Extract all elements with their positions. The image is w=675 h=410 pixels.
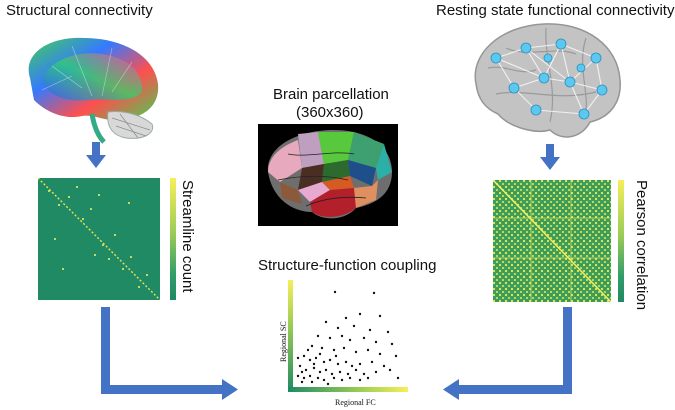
elbow-arrow-left-horizontal xyxy=(101,385,223,394)
functional-connectivity-title: Resting state functional connectivity xyxy=(436,2,675,19)
parcellation-title: Brain parcellation xyxy=(273,86,389,103)
structural-matrix xyxy=(38,178,160,300)
brain-network-nodes xyxy=(490,38,608,120)
elbow-arrow-right-horizontal xyxy=(458,385,572,394)
elbow-arrow-left-head xyxy=(222,379,238,400)
coupling-title: Structure-function coupling xyxy=(258,257,437,274)
coupling-scatter xyxy=(288,280,408,392)
elbow-arrow-left-vertical xyxy=(101,307,110,394)
streamline-count-label: Streamline count xyxy=(179,180,196,293)
elbow-arrow-right-vertical xyxy=(563,307,572,394)
parcellation-image xyxy=(258,124,398,226)
elbow-arrow-right-head xyxy=(443,379,459,400)
functional-colorbar xyxy=(618,180,624,302)
functional-matrix xyxy=(493,180,611,302)
down-arrow-right-head xyxy=(540,157,560,170)
functional-brain-image xyxy=(474,23,621,138)
tractography-image xyxy=(28,37,159,144)
down-arrow-left-shaft xyxy=(92,142,100,156)
structural-connectivity-title: Structural connectivity xyxy=(6,2,153,19)
scatter-x-gradient-axis xyxy=(288,387,408,392)
parcellation-subtitle: (360x360) xyxy=(296,104,364,121)
structural-colorbar xyxy=(170,178,176,300)
scatter-points xyxy=(296,290,400,386)
functional-matrix-pattern xyxy=(493,180,611,302)
scatter-y-gradient-axis xyxy=(288,280,293,392)
down-arrow-right-shaft xyxy=(546,144,554,158)
down-arrow-left-head xyxy=(86,155,106,168)
scatter-x-label: Regional FC xyxy=(335,398,376,407)
scatter-y-label: Regional SC xyxy=(279,321,288,362)
pearson-correlation-label: Pearson correlation xyxy=(633,180,650,311)
structural-matrix-pattern xyxy=(38,178,160,300)
